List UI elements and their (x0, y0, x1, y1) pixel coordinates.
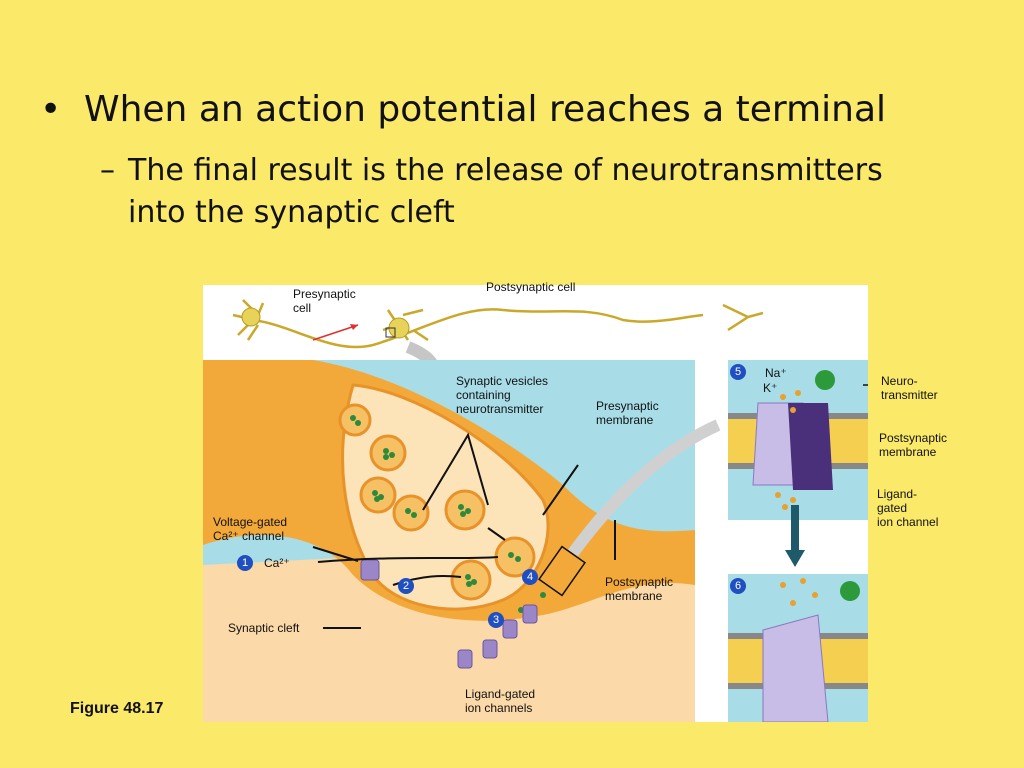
label-ca: Ca²⁺ (264, 556, 290, 570)
step-6-badge: 6 (730, 578, 746, 594)
label-ligand-gated-channels: Ligand-gated ion channels (465, 687, 536, 715)
label-presynaptic-cell: Presynaptic cell (293, 287, 356, 315)
label-neurotransmitter: Neuro- transmitter (881, 374, 938, 402)
step-5-badge: 5 (730, 364, 746, 380)
synapse-figure: Presynaptic cell Postsynaptic cell Synap… (203, 280, 868, 722)
label-presynaptic-membrane: Presynaptic membrane (596, 399, 659, 427)
label-synaptic-vesicles: Synaptic vesicles containing neurotransm… (456, 374, 549, 416)
label-ligand-gated-channel: Ligand- gated ion channel (877, 487, 939, 529)
sub-bullet-marker: – (100, 153, 115, 188)
step-4-badge: 4 (522, 569, 538, 585)
step-1-badge: 1 (237, 555, 253, 571)
bullet-marker: • (40, 89, 62, 130)
bullet-text: When an action potential reaches a termi… (84, 89, 887, 130)
sub-bullet-text: The final result is the release of neuro… (128, 153, 883, 230)
label-voltage-gated-channel: Voltage-gated Ca²⁺ channel (213, 515, 288, 543)
synapse-illustration (203, 285, 868, 722)
step-3-badge: 3 (488, 612, 504, 628)
label-postsynaptic-membrane-right: Postsynaptic membrane (879, 431, 948, 459)
figure-caption: Figure 48.17 (70, 700, 164, 717)
label-na: Na⁺ (765, 366, 787, 380)
label-synaptic-cleft: Synaptic cleft (228, 621, 300, 635)
label-postsynaptic-cell: Postsynaptic cell (486, 280, 576, 294)
label-k: K⁺ (763, 381, 778, 395)
label-postsynaptic-membrane: Postsynaptic membrane (605, 575, 674, 603)
step-2-badge: 2 (398, 578, 414, 594)
